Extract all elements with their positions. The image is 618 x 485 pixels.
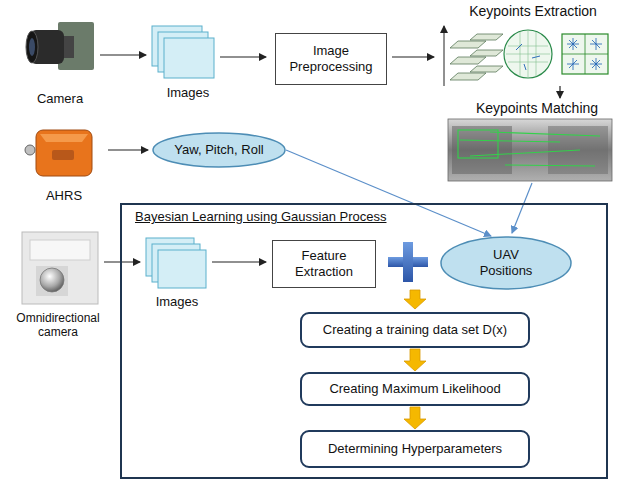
flow-arrow bbox=[108, 149, 148, 150]
omni-camera-photo bbox=[40, 268, 64, 292]
keypoints-picture bbox=[506, 30, 550, 78]
keypoints-picture bbox=[470, 50, 503, 56]
matching-picture bbox=[470, 150, 580, 156]
camera-photo bbox=[26, 31, 38, 63]
keypoints-picture bbox=[567, 38, 579, 50]
node-label: Creating Maximum Likelihood bbox=[329, 381, 500, 397]
caption-label: Keypoints Matching bbox=[462, 100, 612, 117]
data-ellipse: UAV Positions bbox=[440, 236, 572, 290]
node-label: Feature Extraction bbox=[279, 248, 369, 279]
keypoints-picture bbox=[536, 32, 537, 76]
omni-camera-photo bbox=[22, 232, 98, 304]
step-box: Creating Maximum Likelihood bbox=[300, 372, 530, 406]
caption-label: AHRS bbox=[34, 188, 94, 204]
ahrs-photo bbox=[25, 130, 92, 176]
matching-picture bbox=[490, 132, 600, 136]
group-panel: Bayesian Learning using Gaussian Process… bbox=[120, 203, 608, 479]
keypoints-picture bbox=[562, 34, 608, 74]
flow-arrow bbox=[220, 56, 266, 57]
block-arrow bbox=[404, 407, 426, 429]
camera-photo bbox=[64, 36, 74, 58]
keypoints-picture bbox=[444, 26, 445, 86]
keypoints-picture bbox=[590, 38, 602, 50]
step-box: Determining Hyperparameters bbox=[300, 430, 530, 468]
flow-arrow bbox=[100, 54, 146, 55]
keypoints-picture bbox=[450, 73, 486, 80]
keypoints-picture bbox=[444, 26, 608, 86]
keypoints-picture bbox=[567, 58, 579, 70]
matching-picture bbox=[458, 130, 600, 166]
matching-picture bbox=[460, 140, 560, 142]
caption-label: Images bbox=[156, 85, 220, 101]
flow-arrow bbox=[100, 55, 560, 262]
ahrs-photo bbox=[36, 130, 92, 176]
ellipse-outline bbox=[153, 133, 285, 167]
process-box: Feature Extraction bbox=[272, 240, 376, 288]
camera-photo bbox=[29, 38, 35, 56]
node-label: Determining Hyperparameters bbox=[328, 441, 502, 457]
flow-arrow bbox=[559, 86, 560, 98]
keypoints-picture bbox=[562, 34, 608, 74]
keypoints-picture bbox=[520, 32, 521, 76]
flow-arrow bbox=[212, 261, 266, 262]
flow-arrow bbox=[104, 261, 140, 262]
keypoints-picture bbox=[590, 58, 602, 70]
keypoints-picture bbox=[450, 57, 486, 64]
ellipse-outline bbox=[441, 237, 571, 289]
flow-arrow bbox=[392, 56, 434, 57]
keypoints-picture bbox=[532, 56, 540, 58]
keypoints-picture bbox=[470, 34, 503, 40]
keypoints-picture bbox=[524, 64, 526, 70]
caption-label: Omnidirectional camera bbox=[6, 311, 110, 340]
node-label: Yaw, Pitch, Roll bbox=[174, 142, 263, 158]
keypoints-picture bbox=[470, 66, 503, 72]
plus-sign bbox=[403, 242, 413, 282]
omni-camera-photo bbox=[30, 240, 90, 260]
keypoints-picture bbox=[528, 30, 529, 78]
node-label: UAV Positions bbox=[471, 247, 541, 278]
keypoints-picture bbox=[450, 34, 503, 80]
matching-picture bbox=[448, 119, 612, 233]
matching-picture bbox=[458, 130, 498, 158]
node-label: Creating a training data set D(x) bbox=[323, 322, 507, 338]
matching-picture bbox=[512, 183, 532, 233]
keypoints-picture bbox=[516, 44, 522, 50]
process-box: Image Preprocessing bbox=[275, 33, 387, 85]
block-arrow bbox=[404, 349, 426, 371]
step-box: Creating a training data set D(x) bbox=[300, 312, 530, 348]
matching-picture bbox=[448, 119, 612, 181]
caption-label: Camera bbox=[24, 91, 96, 107]
keypoints-picture bbox=[562, 54, 608, 55]
matching-picture bbox=[505, 165, 595, 166]
keypoints-picture bbox=[567, 38, 602, 70]
omni-camera-photo bbox=[36, 266, 68, 296]
caption-label: Keypoints Extraction bbox=[452, 3, 614, 20]
ahrs-photo bbox=[52, 150, 74, 160]
data-ellipse: Yaw, Pitch, Roll bbox=[152, 132, 286, 168]
camera-photo bbox=[26, 22, 94, 70]
keypoints-picture bbox=[516, 44, 540, 70]
image-stack bbox=[152, 26, 214, 78]
image-stack bbox=[158, 250, 206, 288]
image-stack bbox=[164, 38, 214, 78]
caption-label: Images bbox=[144, 294, 210, 310]
image-stack bbox=[146, 238, 206, 288]
block-arrow bbox=[404, 290, 426, 309]
matching-picture bbox=[452, 126, 512, 174]
ahrs-photo bbox=[25, 145, 35, 155]
node-label: Image Preprocessing bbox=[282, 43, 380, 74]
keypoints-picture bbox=[504, 30, 552, 78]
plus-sign bbox=[388, 242, 428, 282]
group-heading: Bayesian Learning using Gaussian Process bbox=[133, 209, 388, 225]
ahrs-photo bbox=[40, 134, 88, 142]
keypoints-picture bbox=[450, 41, 486, 48]
omni-camera-photo bbox=[22, 232, 98, 304]
